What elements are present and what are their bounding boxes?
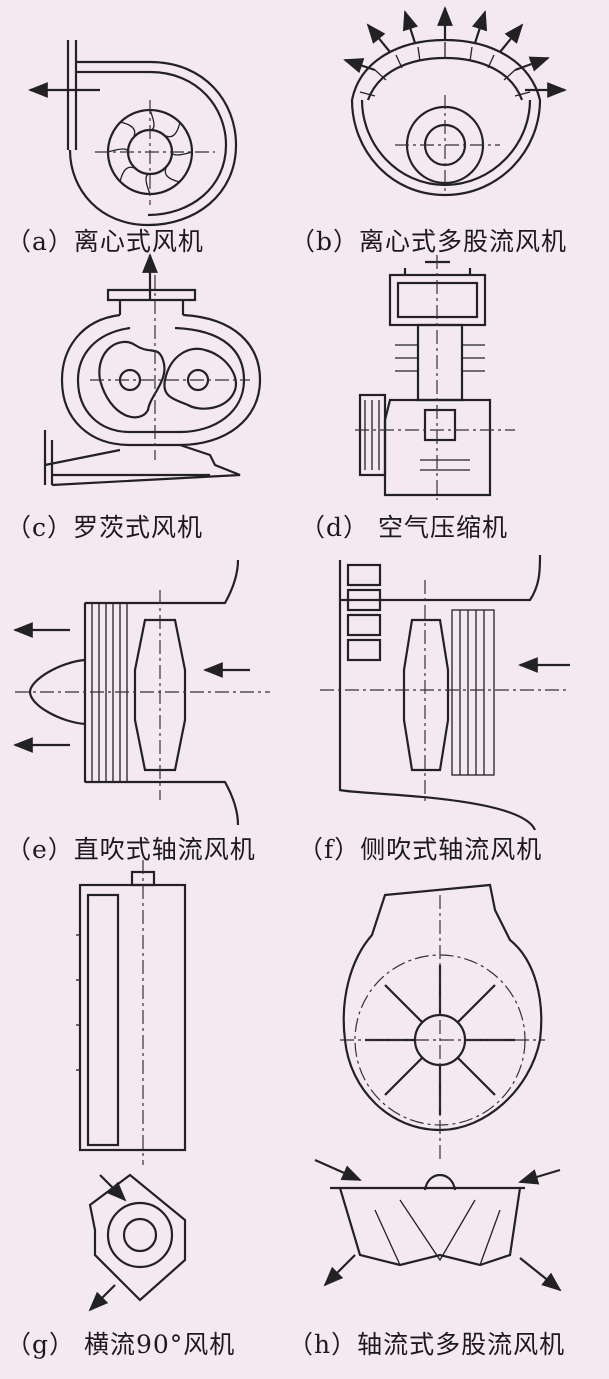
- caption-a: （a）离心式风机: [6, 227, 204, 256]
- caption-h: （h）轴流式多股流风机: [288, 1330, 566, 1359]
- diagram-e-direct-axial-fan: [13, 559, 270, 826]
- diagram-d-air-compressor: [355, 255, 515, 500]
- caption-c: （c）罗茨式风机: [6, 513, 204, 542]
- diagram-g-crossflow-fan: [76, 860, 187, 1312]
- diagram-h-axial-multistream-fan: [314, 883, 562, 1292]
- diagram-c-roots-blower: [43, 253, 262, 487]
- caption-g: （g） 横流90°风机: [6, 1330, 236, 1359]
- caption-e: （e）直吹式轴流风机: [6, 835, 256, 864]
- caption-d: （d） 空气压缩机: [300, 513, 508, 542]
- diagram-b-centrifugal-multistream-fan: [343, 6, 567, 197]
- diagram-f-side-axial-fan: [320, 554, 570, 831]
- caption-f: （f）侧吹式轴流风机: [298, 835, 543, 864]
- caption-b: （b）离心式多股流风机: [290, 227, 568, 256]
- diagram-a-centrifugal-fan: [28, 40, 238, 227]
